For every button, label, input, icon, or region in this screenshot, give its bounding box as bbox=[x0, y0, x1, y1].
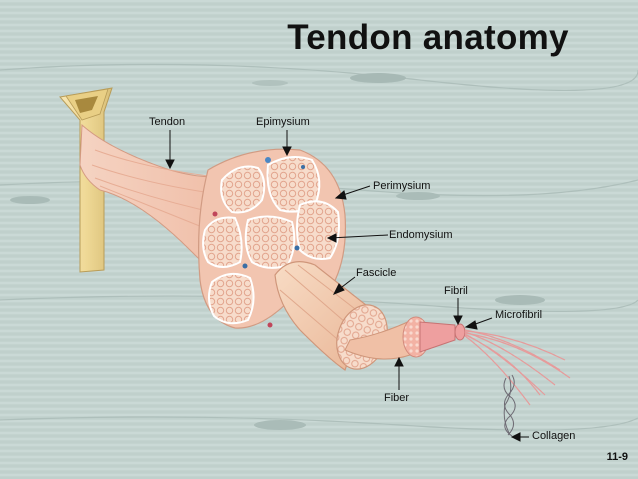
collagen-helix bbox=[503, 374, 516, 437]
label-tendon: Tendon bbox=[149, 116, 186, 128]
fascicle-cells bbox=[202, 155, 340, 325]
label-fascicle: Fascicle bbox=[356, 267, 397, 279]
bone bbox=[59, 87, 113, 273]
fibril bbox=[419, 321, 466, 353]
leader-lines bbox=[165, 130, 529, 442]
label-fibril: Fibril bbox=[444, 285, 468, 297]
label-collagen: Collagen bbox=[532, 430, 576, 442]
label-microfibril: Microfibril bbox=[495, 309, 543, 321]
label-perimysium: Perimysium bbox=[373, 180, 431, 192]
label-endomysium: Endomysium bbox=[389, 229, 453, 241]
label-epimysium: Epimysium bbox=[256, 116, 310, 128]
microfibrils bbox=[464, 329, 571, 406]
label-fiber: Fiber bbox=[384, 392, 410, 404]
slide-title: Tendon anatomy bbox=[287, 18, 569, 57]
slide-number: 11-9 bbox=[606, 451, 628, 463]
